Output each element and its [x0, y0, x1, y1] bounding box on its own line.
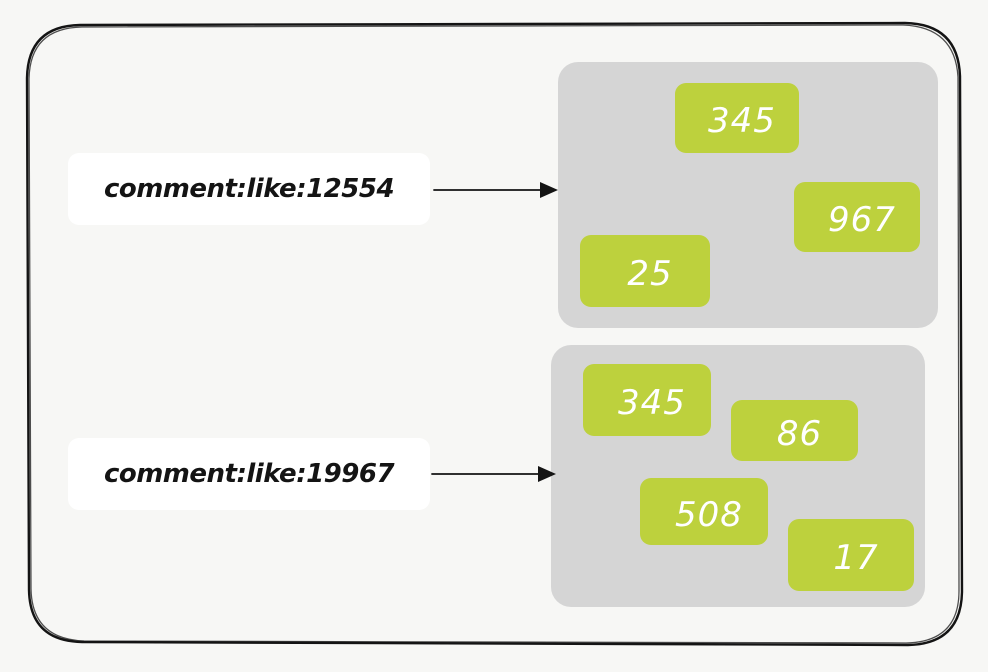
value-chip[interactable]: 86 — [731, 400, 858, 461]
key-chip[interactable]: comment:like:12554 — [68, 153, 430, 225]
value-chip[interactable]: 345 — [675, 83, 799, 153]
arrow-icon — [433, 182, 558, 198]
value-chip[interactable]: 345 — [583, 364, 711, 436]
value-chip[interactable]: 508 — [640, 478, 768, 545]
value-chip[interactable]: 17 — [788, 519, 914, 591]
value-chip[interactable]: 967 — [794, 182, 920, 252]
arrow-icon — [431, 466, 556, 482]
key-chip[interactable]: comment:like:19967 — [68, 438, 430, 510]
value-chip[interactable]: 25 — [580, 235, 710, 307]
